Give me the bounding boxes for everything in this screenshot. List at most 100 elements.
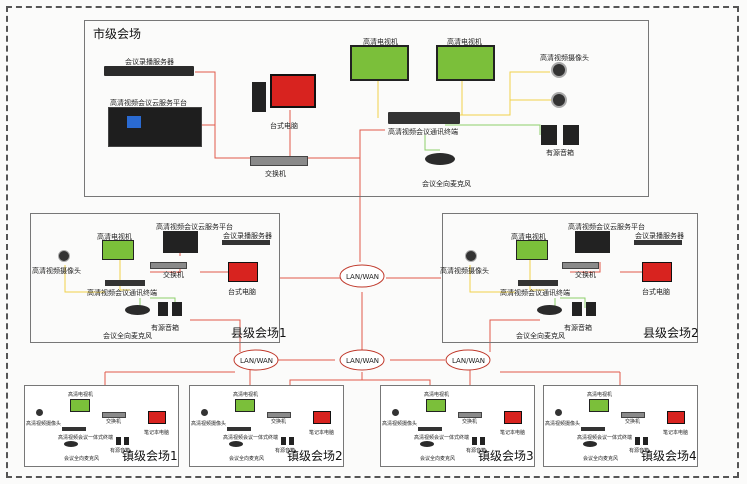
cloud-center-icon xyxy=(339,264,385,288)
town2-laptop-icon xyxy=(313,411,331,424)
town1-switch-icon xyxy=(102,412,126,418)
city-switch-label: 交换机 xyxy=(265,170,286,178)
town4-camera-icon xyxy=(555,409,562,416)
lan-wan-center-label: LAN/WAN xyxy=(346,273,379,281)
town4-terminal-icon xyxy=(581,427,605,431)
town3-laptop-label: 笔记本电脑 xyxy=(500,430,526,436)
county1-terminal-icon xyxy=(105,280,145,286)
city-recording-server-label: 会议录播服务器 xyxy=(125,58,174,66)
county2-speakers-icon xyxy=(572,302,598,316)
cloud-mid-icon xyxy=(339,349,385,371)
county1-switch-icon xyxy=(150,262,187,269)
city-hd-tv-2-icon xyxy=(436,45,495,81)
town4-switch-label: 交换机 xyxy=(625,419,641,425)
city-site: 市级会场 xyxy=(84,20,649,197)
town4-hd-tv-icon xyxy=(589,399,609,412)
town4-microphone-label: 会议全向麦克风 xyxy=(583,456,619,462)
county2-recording-server-label: 会议录播服务器 xyxy=(635,232,684,240)
town3-switch-label: 交换机 xyxy=(462,419,478,425)
city-hd-tv-1-label: 高清电视机 xyxy=(363,38,398,46)
town4-camera-label: 高清视频摄像头 xyxy=(545,421,581,427)
city-terminal-label: 高清视频会议通讯终端 xyxy=(388,128,458,136)
town4-laptop-icon xyxy=(667,411,685,424)
city-camera-1-icon xyxy=(551,62,567,78)
town3-camera-label: 高清视频摄像头 xyxy=(382,421,418,427)
county2-terminal-icon xyxy=(518,280,558,286)
town4-terminal-label: 高清视频会议一体式终端 xyxy=(577,435,633,441)
town4-site xyxy=(543,385,698,467)
town1-camera-label: 高清视频摄像头 xyxy=(26,421,62,427)
county2-microphone-label: 会议全向麦克风 xyxy=(516,332,565,340)
town2-hd-tv-icon xyxy=(235,399,255,412)
county2-switch-label: 交换机 xyxy=(575,271,596,279)
town2-speakers-label: 有源音箱 xyxy=(275,448,296,454)
town1-laptop-label: 笔记本电脑 xyxy=(144,430,170,436)
county2-cloud-platform-icon xyxy=(575,231,610,253)
county2-hd-tv-label: 高清电视机 xyxy=(511,233,546,241)
county1-microphone-icon xyxy=(125,305,150,315)
town3-title: 镇级会场3 xyxy=(478,449,534,463)
city-cloud-platform-label: 高清视频会议云服务平台 xyxy=(110,99,187,107)
town3-speakers-icon xyxy=(472,437,486,445)
county1-hd-camera-label: 高清视频摄像头 xyxy=(32,267,81,275)
lan-wan-right-label: LAN/WAN xyxy=(452,357,485,365)
city-recording-server-icon xyxy=(104,66,194,76)
town4-speakers-label: 有源音箱 xyxy=(629,448,650,454)
city-desktop-pc-icon xyxy=(252,74,316,114)
city-desktop-pc-label: 台式电脑 xyxy=(270,122,298,130)
city-microphone-icon xyxy=(425,153,455,165)
city-terminal-icon xyxy=(388,112,460,124)
county1-switch-label: 交换机 xyxy=(163,271,184,279)
county2-site: 县级会场2 xyxy=(442,213,699,343)
lan-wan-mid-label: LAN/WAN xyxy=(346,357,379,365)
town3-terminal-label: 高清视频会议一体式终端 xyxy=(414,435,470,441)
county1-speakers-label: 有源音箱 xyxy=(151,324,179,332)
town2-microphone-label: 会议全向麦克风 xyxy=(229,456,265,462)
link-county1-down xyxy=(190,319,241,352)
town2-microphone-icon xyxy=(229,441,243,447)
town1-speakers-label: 有源音箱 xyxy=(110,448,131,454)
town3-site xyxy=(380,385,535,467)
town1-speakers-icon xyxy=(116,437,130,445)
town2-laptop-label: 笔记本电脑 xyxy=(309,430,335,436)
city-hd-camera-label: 高清视频摄像头 xyxy=(540,54,589,62)
county1-hd-tv-label: 高清电视机 xyxy=(97,233,132,241)
county2-microphone-icon xyxy=(537,305,562,315)
town1-microphone-icon xyxy=(64,441,78,447)
town3-camera-icon xyxy=(392,409,399,416)
town4-title: 镇级会场4 xyxy=(641,449,697,463)
town4-speakers-icon xyxy=(635,437,649,445)
town1-hd-tv-label: 高清电视机 xyxy=(68,392,94,398)
town1-terminal-label: 高清视频会议一体式终端 xyxy=(58,435,114,441)
city-hd-tv-2-label: 高清电视机 xyxy=(447,38,482,46)
town4-laptop-label: 笔记本电脑 xyxy=(663,430,689,436)
town2-hd-tv-label: 高清电视机 xyxy=(233,392,259,398)
town2-terminal-label: 高清视频会议一体式终端 xyxy=(223,435,279,441)
cloud-right-icon xyxy=(445,349,491,371)
city-title: 市级会场 xyxy=(93,27,142,41)
county1-microphone-label: 会议全向麦克风 xyxy=(103,332,152,340)
link-county2-down xyxy=(489,319,540,352)
town2-switch-label: 交换机 xyxy=(271,419,287,425)
town3-microphone-icon xyxy=(420,441,434,447)
town2-camera-icon xyxy=(201,409,208,416)
town2-speakers-icon xyxy=(281,437,295,445)
town3-hd-tv-icon xyxy=(426,399,446,412)
town1-hd-tv-icon xyxy=(70,399,90,412)
county2-recording-server-icon xyxy=(634,240,682,245)
county1-recording-server-label: 会议录播服务器 xyxy=(223,232,272,240)
lan-wan-left-label: LAN/WAN xyxy=(240,357,273,365)
county1-cloud-platform-icon xyxy=(163,231,198,253)
town3-hd-tv-label: 高清电视机 xyxy=(424,392,450,398)
diagram-border xyxy=(6,6,739,478)
county1-desktop-pc-icon xyxy=(228,262,258,282)
town2-title: 镇级会场2 xyxy=(287,449,343,463)
county1-cloud-platform-label: 高清视频会议云服务平台 xyxy=(156,223,233,231)
town1-camera-icon xyxy=(36,409,43,416)
county2-cloud-platform-label: 高清视频会议云服务平台 xyxy=(568,223,645,231)
county1-speakers-icon xyxy=(158,302,184,316)
town2-switch-icon xyxy=(267,412,291,418)
town1-switch-label: 交换机 xyxy=(106,419,122,425)
county2-desktop-pc-label: 台式电脑 xyxy=(642,288,670,296)
city-link-recorder-switch xyxy=(195,71,250,159)
